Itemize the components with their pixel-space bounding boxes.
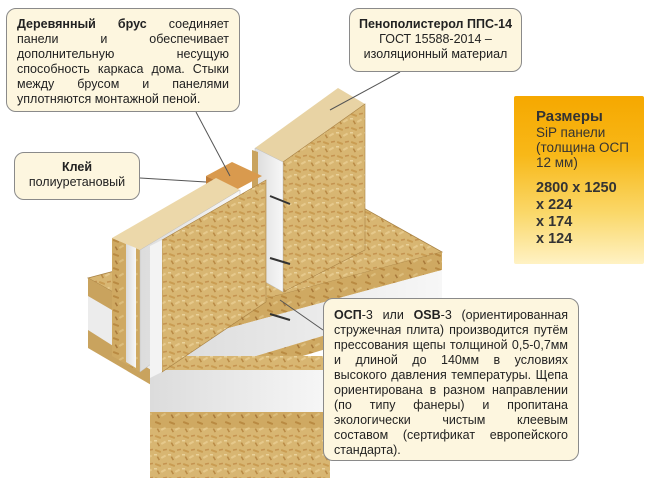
sizes-value-3: x 174 bbox=[536, 214, 573, 230]
osb-ru-label: ОСП bbox=[334, 308, 362, 322]
osb-description: -3 (ориентированная стружечная плита) пр… bbox=[334, 308, 568, 457]
sizes-value-1: 2800 x 1250 bbox=[536, 180, 617, 196]
front-wall-panel bbox=[112, 178, 267, 378]
leader-lines bbox=[139, 71, 401, 331]
sizes-subtitle-1: SiP панели bbox=[536, 125, 606, 140]
sizes-title: Размеры bbox=[536, 108, 603, 125]
timber-beam-callout: Деревянный брус соединяет панели и обесп… bbox=[6, 8, 240, 112]
glue-title: Клей bbox=[61, 160, 93, 174]
timber-beam-title: Деревянный брус bbox=[17, 17, 147, 31]
sizes-box: Размеры SiP панели (толщина ОСП 12 мм) 2… bbox=[514, 96, 644, 264]
osb-text-1: -3 или bbox=[361, 308, 414, 322]
rear-wall-panel bbox=[252, 88, 366, 293]
sizes-subtitle-3: 12 мм) bbox=[536, 155, 578, 170]
sizes-subtitle-2: (толщина ОСП bbox=[536, 140, 629, 155]
osb-callout: ОСП-3 или OSB-3 (ориентированная стружеч… bbox=[323, 298, 579, 461]
glue-callout: Клей полиуретановый bbox=[14, 152, 140, 200]
sizes-value-2: x 224 bbox=[536, 197, 573, 213]
glue-type: полиуретановый bbox=[28, 175, 126, 189]
sizes-value-4: x 124 bbox=[536, 231, 573, 247]
foam-standard: ГОСТ 15588-2014 – bbox=[379, 32, 492, 46]
screws bbox=[269, 195, 291, 321]
foam-title: Пенополистерол ППС-14 bbox=[358, 17, 513, 31]
foam-description: изоляционный материал bbox=[363, 47, 508, 61]
foam-callout: Пенополистерол ППС-14 ГОСТ 15588-2014 – … bbox=[349, 8, 522, 72]
osb-en-label: OSB bbox=[413, 308, 441, 322]
timber-beam-description: соединяет панели и обеспечивает дополнит… bbox=[17, 17, 229, 106]
